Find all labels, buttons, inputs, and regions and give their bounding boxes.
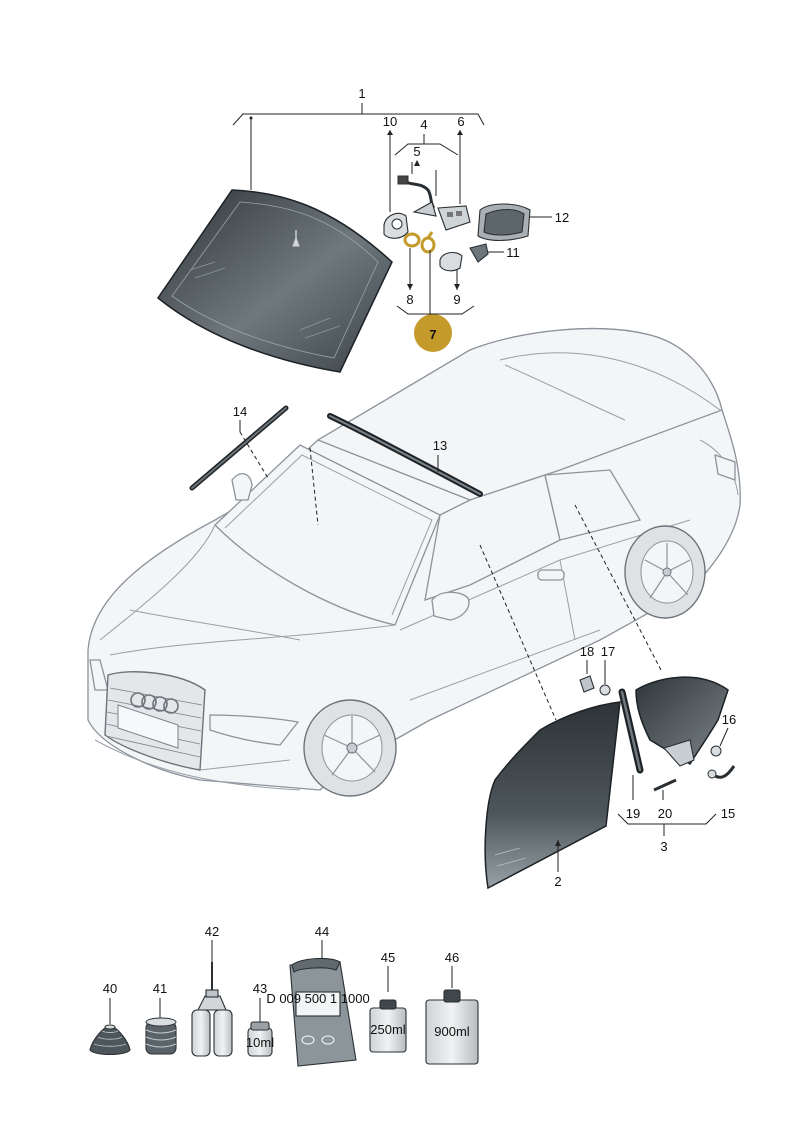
bracket-part-15	[707, 765, 736, 779]
callout-4: 4	[420, 117, 427, 132]
callout-13: 13	[433, 438, 447, 453]
callout-labels: 1 10 4 6 5 12 11 8 9 14 13 18 17 16 19 2…	[103, 86, 736, 996]
leader-lines	[109, 103, 729, 1024]
callout-43: 43	[253, 981, 267, 996]
mirror-cover-part-12	[477, 203, 531, 242]
callout-2: 2	[554, 874, 561, 889]
seal-part-13	[327, 413, 483, 497]
door-glass-part-2	[484, 701, 621, 890]
bolt-part-18	[579, 675, 595, 693]
seal-part-19	[618, 688, 644, 774]
highlight-label-7: 7	[429, 327, 436, 342]
callout-8: 8	[406, 292, 413, 307]
highlight-badge-7	[414, 314, 452, 352]
clip-part-9	[439, 251, 463, 272]
gasket-part-8	[403, 232, 421, 248]
bag-code-text: D 009 500 1 1000	[266, 991, 369, 1006]
accessory-part-40	[89, 1024, 131, 1056]
callout-15: 15	[721, 806, 735, 821]
rear-wheel	[624, 525, 706, 619]
bottle45-text: 250ml	[370, 1022, 406, 1037]
callout-42: 42	[205, 924, 219, 939]
washer-part-17	[599, 684, 611, 696]
cable-part-5	[397, 175, 437, 217]
seal-part-14	[189, 405, 289, 491]
callout-10: 10	[383, 114, 397, 129]
callout-11: 11	[506, 245, 520, 260]
callout-41: 41	[153, 981, 167, 996]
callout-17: 17	[601, 644, 615, 659]
callout-14: 14	[233, 404, 247, 419]
accessory-part-46: 900ml	[425, 989, 479, 1065]
rear-glass-part-3	[635, 676, 729, 767]
callout-1: 1	[358, 86, 365, 101]
callout-5: 5	[413, 144, 420, 159]
callout-3: 3	[660, 839, 667, 854]
callout-16: 16	[722, 712, 736, 727]
bottle43-text: 10ml	[246, 1035, 274, 1050]
nut-part-16	[710, 745, 722, 757]
car-illustration	[87, 328, 741, 797]
callout-12: 12	[555, 210, 569, 225]
callout-44: 44	[315, 924, 329, 939]
accessory-part-44: D 009 500 1 1000	[266, 957, 370, 1067]
accessory-part-45: 250ml	[369, 999, 407, 1053]
callout-18: 18	[580, 644, 594, 659]
callout-40: 40	[103, 981, 117, 996]
front-wheel	[303, 699, 397, 797]
callout-20: 20	[658, 806, 672, 821]
clip-part-11	[469, 243, 489, 263]
callout-9: 9	[453, 292, 460, 307]
pin-part-20	[653, 778, 677, 792]
callout-45: 45	[381, 950, 395, 965]
accessory-part-43: 10ml	[246, 1021, 274, 1057]
bottle46-text: 900ml	[434, 1024, 470, 1039]
accessory-part-41	[145, 1017, 177, 1055]
accessory-part-42	[191, 962, 233, 1057]
callout-46: 46	[445, 950, 459, 965]
gasket-part-7	[420, 231, 436, 254]
callout-19: 19	[626, 806, 640, 821]
windscreen-part	[156, 189, 393, 373]
callout-6: 6	[457, 114, 464, 129]
rain-sensor-part-10	[383, 212, 409, 239]
sensor-housing-part-6	[437, 205, 471, 231]
